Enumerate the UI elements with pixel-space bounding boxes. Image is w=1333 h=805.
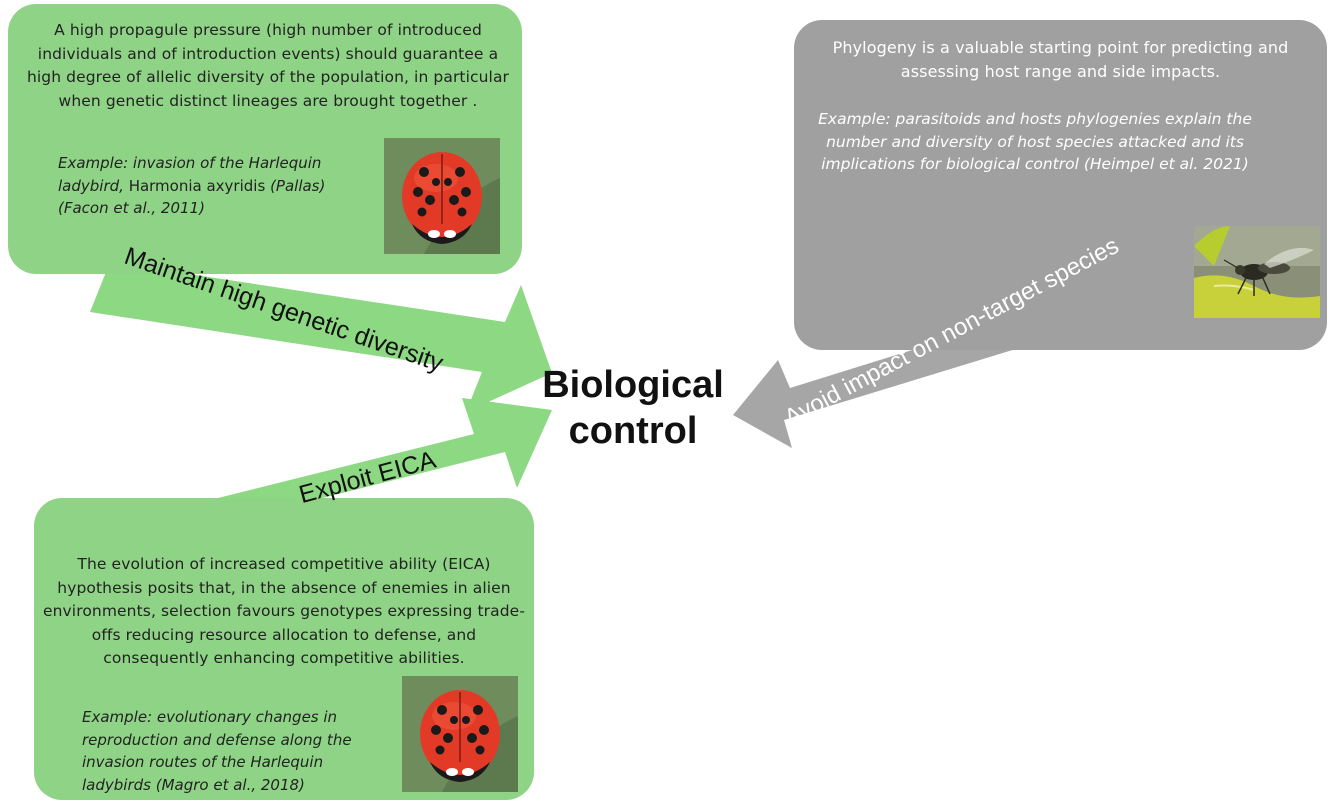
- arrow-exploit-eica: [218, 398, 552, 520]
- center-title-line2: control: [568, 410, 698, 452]
- parasitoid-wasp-photo: [1194, 226, 1320, 318]
- harlequin-example-text: Example: invasion of the Harlequin ladyb…: [58, 154, 326, 217]
- bottom-left-box: The evolution of increased competitive a…: [34, 498, 534, 800]
- center-title: Biological control: [528, 362, 738, 454]
- center-title-line1: Biological: [542, 364, 724, 406]
- arrow-maintain-genetic-diversity: [90, 262, 552, 412]
- ladybird-photo: [384, 138, 500, 254]
- phylogeny-text: Phylogeny is a valuable starting point f…: [832, 38, 1289, 81]
- eica-example-text: Example: evolutionary changes in reprodu…: [82, 708, 352, 794]
- ladybird-photo-2: [402, 676, 518, 792]
- eica-hypothesis-text: The evolution of increased competitive a…: [42, 555, 526, 667]
- right-box: Phylogeny is a valuable starting point f…: [794, 20, 1327, 350]
- propagule-pressure-text: A high propagule pressure (high number o…: [26, 21, 510, 110]
- phylogeny-example-text: Example: parasitoids and hosts phylogeni…: [818, 110, 1252, 173]
- top-left-box: A high propagule pressure (high number o…: [8, 4, 522, 274]
